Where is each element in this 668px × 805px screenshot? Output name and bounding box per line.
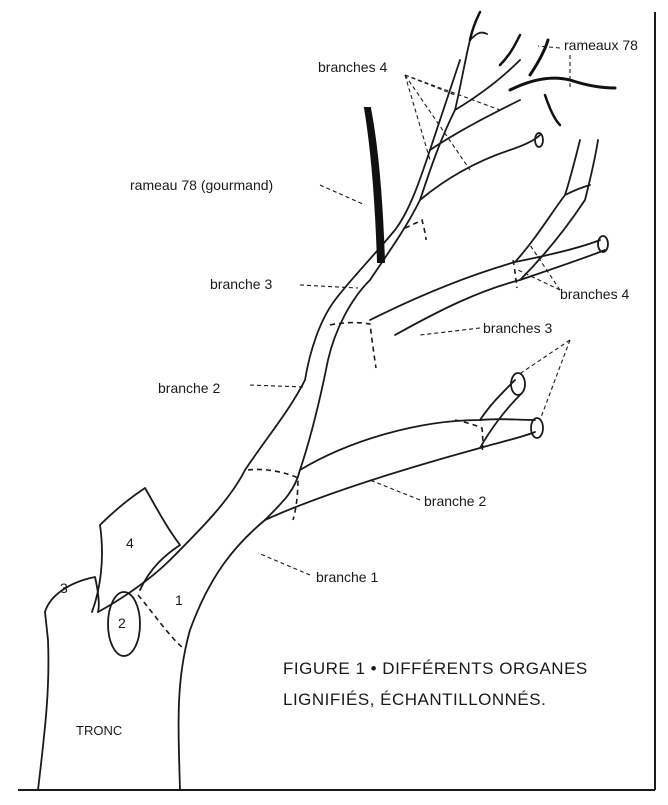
- label-tronc: TRONC: [76, 723, 122, 738]
- label-branches-4-right: branches 4: [560, 286, 629, 302]
- label-branches-4-top: branches 4: [318, 59, 387, 75]
- label-branche-3: branche 3: [210, 276, 272, 292]
- branch-right-upper: [420, 33, 543, 200]
- stump-4: [92, 488, 180, 612]
- label-rameau-78-gourmand: rameau 78 (gourmand): [130, 177, 273, 193]
- gourmand-shoot: [365, 108, 384, 262]
- label-stump-3: 3: [60, 580, 68, 596]
- leader-lines: [250, 46, 570, 575]
- branch-right-middle: [370, 140, 608, 335]
- label-stump-2: 2: [118, 615, 126, 631]
- label-branches-3: branches 3: [483, 320, 552, 336]
- label-stump-1: 1: [175, 592, 183, 608]
- label-branche-2-left: branche 2: [158, 380, 220, 396]
- stump-3: [45, 577, 99, 612]
- label-branche-2-right: branche 2: [424, 493, 486, 509]
- label-rameaux-78: rameaux 78: [564, 37, 638, 53]
- figure-caption-line1: FIGURE 1 • DIFFÉRENTS ORGANES: [283, 659, 588, 678]
- figure-caption-line2: LIGNIFIÉS, ÉCHANTILLONNÉS.: [283, 690, 546, 709]
- label-stump-4: 4: [126, 535, 134, 551]
- rameaux-twigs: [470, 12, 615, 125]
- label-branche-1: branche 1: [316, 569, 378, 585]
